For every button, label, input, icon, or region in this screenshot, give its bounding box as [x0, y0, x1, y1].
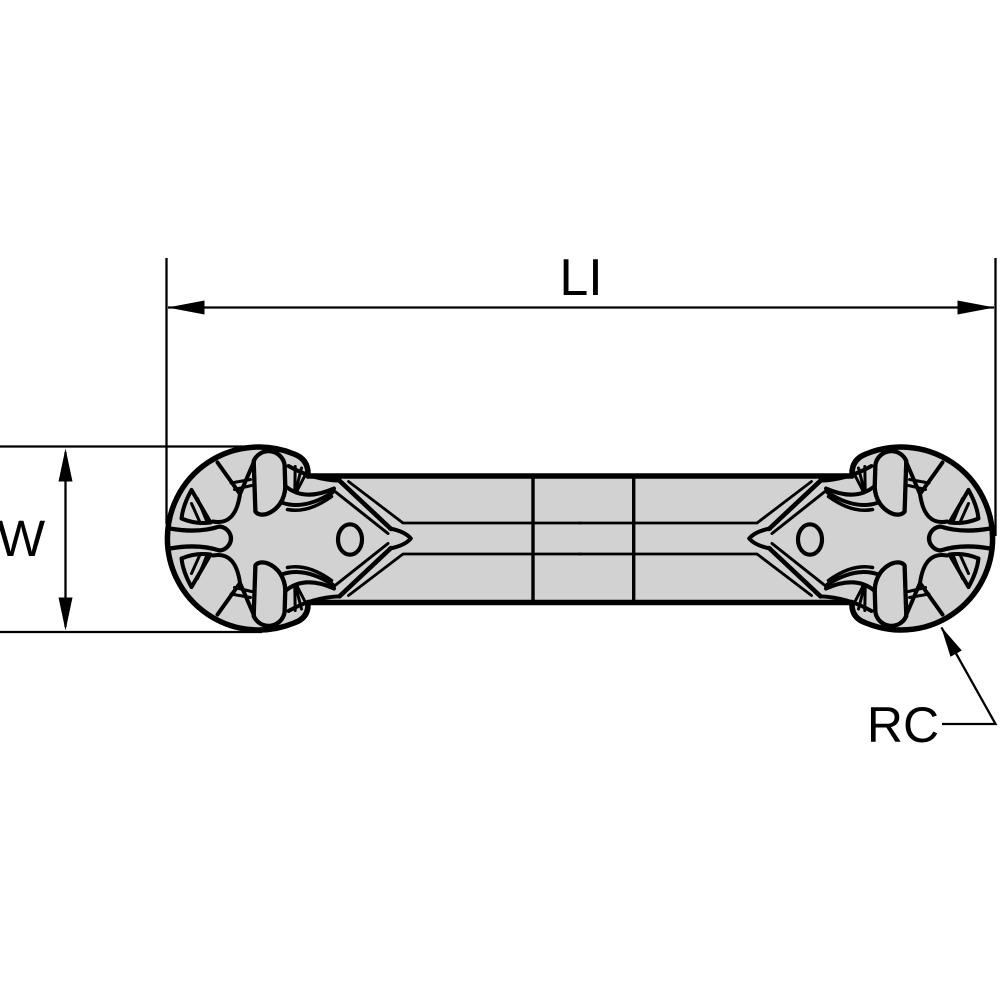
svg-text:LI: LI — [559, 249, 602, 307]
svg-text:RC: RC — [867, 697, 939, 753]
svg-text:W: W — [0, 510, 45, 567]
